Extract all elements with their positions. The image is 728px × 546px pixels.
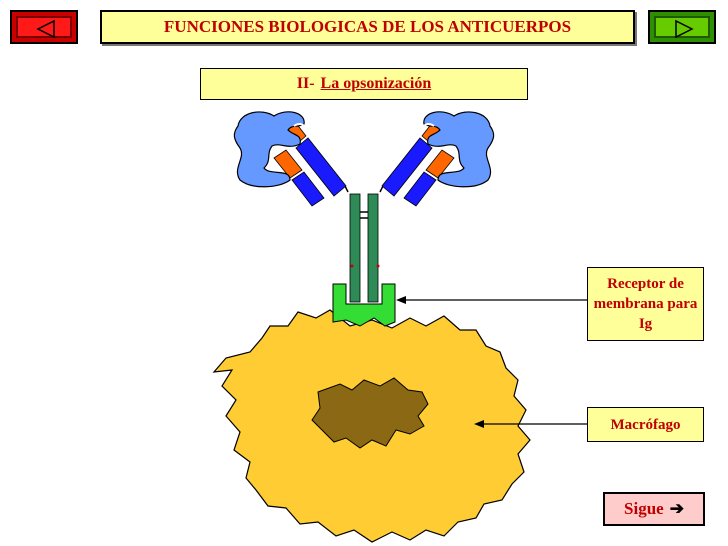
membrane-receptor xyxy=(332,283,396,327)
fc-chain-right xyxy=(367,193,379,303)
left-triangle-icon xyxy=(36,19,55,39)
page-title: FUNCIONES BIOLOGICAS DE LOS ANTICUERPOS xyxy=(100,10,635,44)
heavy-chain-left xyxy=(295,137,347,197)
light-chain-left-orange xyxy=(273,149,303,179)
fc-chain-left xyxy=(349,193,361,303)
receptor-pointer-arrow xyxy=(396,296,587,304)
macrophage-pointer-arrow xyxy=(474,420,587,428)
right-triangle-icon xyxy=(675,19,694,39)
heavy-chain-right xyxy=(381,137,433,197)
right-arrow-icon: ➔ xyxy=(669,499,684,518)
macrophage-label: Macrófago xyxy=(587,407,704,442)
antigen-right xyxy=(423,111,495,188)
section-number: II- xyxy=(296,75,315,92)
section-link[interactable]: La opsonización xyxy=(320,75,432,92)
antigen-left xyxy=(233,111,305,188)
section-heading: II- La opsonización xyxy=(200,68,528,100)
light-chain-right-orange xyxy=(425,149,455,179)
sigue-label: Sigue xyxy=(624,499,664,518)
previous-button[interactable] xyxy=(10,10,78,44)
next-button[interactable] xyxy=(648,10,716,44)
macrophage-nucleus xyxy=(311,377,429,449)
light-chain-right-blue xyxy=(403,171,437,207)
receptor-label: Receptor de membrana para Ig xyxy=(587,267,704,341)
light-chain-left-blue xyxy=(291,171,325,207)
sigue-button[interactable]: Sigue ➔ xyxy=(603,492,705,526)
